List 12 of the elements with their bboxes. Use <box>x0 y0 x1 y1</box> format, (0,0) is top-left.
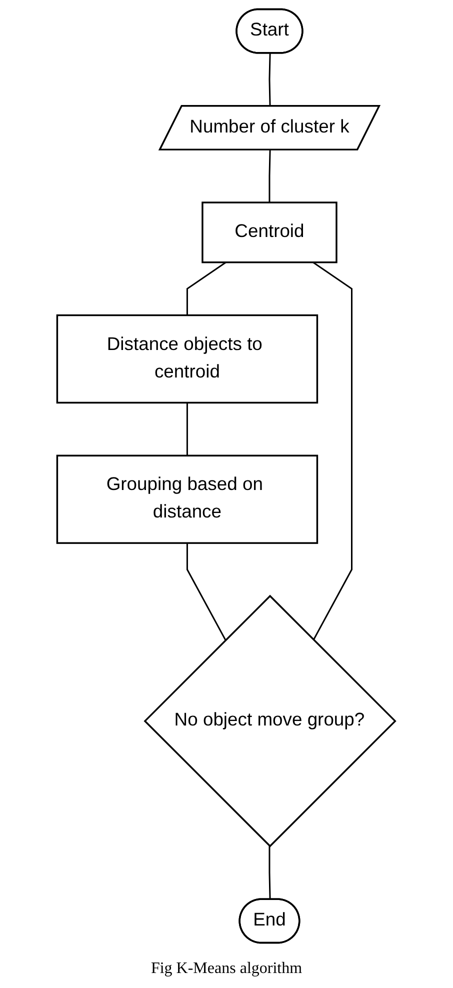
connector <box>186 402 188 456</box>
node-box: Centroid <box>202 202 338 264</box>
node-box: Distance objects to centroid <box>56 314 318 404</box>
figure-caption: Fig K-Means algorithm <box>150 960 302 978</box>
connector <box>269 150 272 202</box>
node-diamond: No object move group? <box>144 594 397 848</box>
node-box: Grouping based on distance <box>56 454 318 544</box>
connector <box>186 262 227 316</box>
connector <box>269 846 272 900</box>
connector <box>186 543 226 640</box>
connector <box>313 262 353 640</box>
connector <box>269 53 272 106</box>
